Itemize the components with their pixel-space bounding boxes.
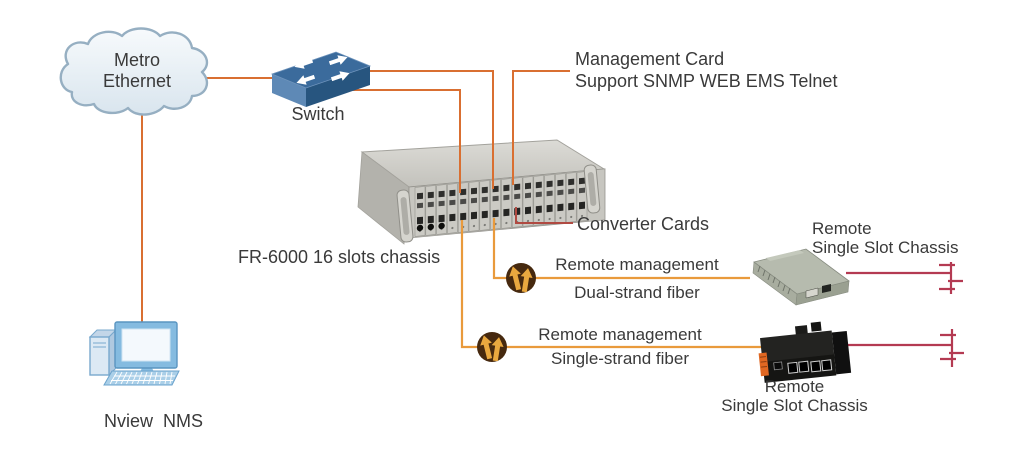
link-switch-chassis-1 bbox=[360, 70, 494, 189]
chassis-image bbox=[357, 139, 606, 245]
fiber-link-2-subtitle: Single-strand fiber bbox=[551, 349, 689, 368]
remote-media-converter-2 bbox=[758, 321, 852, 383]
chassis-right-handle bbox=[583, 164, 601, 214]
cloud-label: Metro Ethernet bbox=[102, 50, 172, 91]
fiber-link-1-subtitle: Dual-strand fiber bbox=[574, 283, 700, 302]
leader-management-card bbox=[512, 70, 570, 185]
fiber-icon-1 bbox=[506, 263, 536, 293]
metro-ethernet-cloud-icon bbox=[59, 27, 209, 116]
remote-chassis-2-label: Remote Single Slot Chassis bbox=[721, 377, 868, 415]
fiber-run-dual-strand bbox=[492, 218, 750, 280]
fiber-icon-2 bbox=[477, 332, 507, 362]
copper-links bbox=[843, 262, 964, 367]
chassis-left-handle bbox=[396, 189, 414, 243]
fiber-links bbox=[460, 218, 766, 349]
remote-chassis-1-label: Remote Single Slot Chassis bbox=[812, 219, 959, 257]
callout-links bbox=[515, 207, 573, 224]
nms-label: Nview NMS bbox=[104, 411, 204, 431]
bus-terminal-icon-2 bbox=[940, 329, 964, 367]
leader-converter-cards bbox=[515, 207, 573, 224]
switch-icon bbox=[270, 51, 372, 107]
chassis-label: FR-6000 16 slots chassis bbox=[238, 247, 441, 267]
management-card-label: Management Card Support SNMP WEB EMS Tel… bbox=[575, 49, 838, 91]
remote-media-converter-1 bbox=[752, 248, 850, 306]
bus-terminal-icon-1 bbox=[939, 262, 963, 294]
fiber-link-1-title: Remote management bbox=[555, 255, 719, 274]
nms-computer-icon bbox=[88, 321, 180, 386]
fiber-run-single-strand bbox=[460, 220, 766, 349]
ethernet-links bbox=[141, 70, 570, 325]
converter-cards-label: Converter Cards bbox=[577, 214, 710, 234]
fiber-link-2-title: Remote management bbox=[538, 325, 702, 344]
switch-label: Switch bbox=[291, 104, 345, 124]
link-switch-chassis-2 bbox=[352, 89, 461, 193]
